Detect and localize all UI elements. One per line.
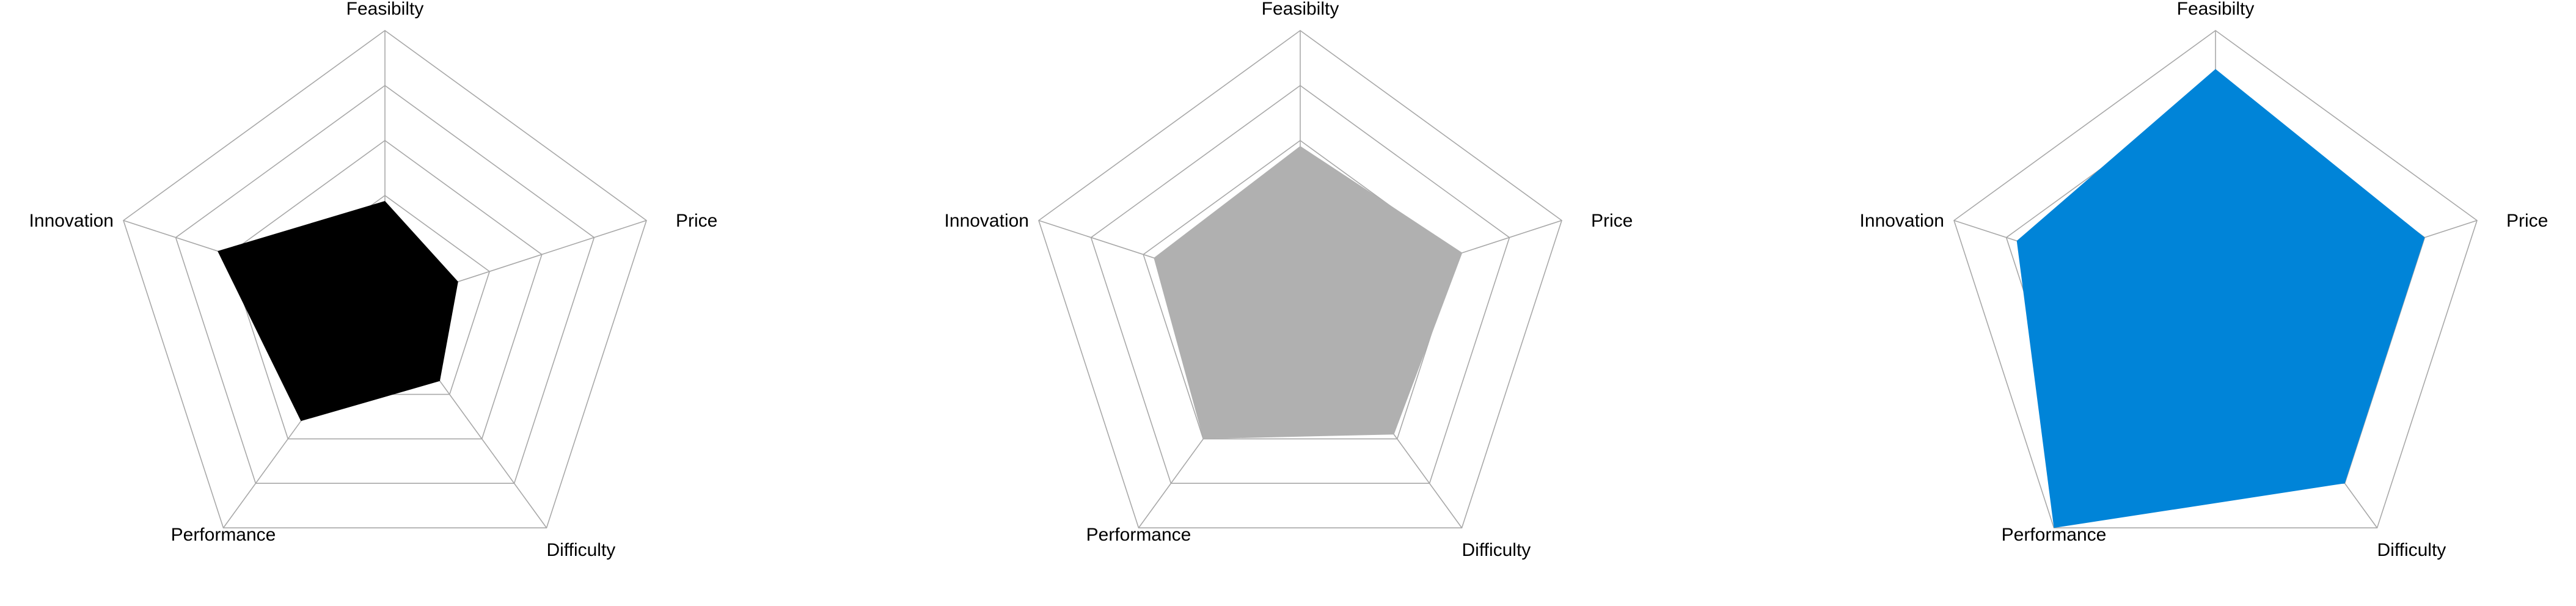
- grid-ring: [123, 30, 647, 528]
- data-series-area: [2016, 69, 2425, 528]
- axis-label-difficulty: Difficulty: [2377, 540, 2446, 560]
- axis-label-performance: Performance: [171, 525, 276, 545]
- axis-label-innovation: Innovation: [1860, 211, 1944, 231]
- data-series-area: [1154, 146, 1463, 439]
- axis-label-innovation: Innovation: [945, 211, 1029, 231]
- axis-label-price: Price: [2506, 211, 2548, 231]
- axis-label-feasibilty: Feasibilty: [346, 0, 424, 19]
- axis-label-price: Price: [676, 211, 717, 231]
- axis-label-performance: Performance: [2002, 525, 2107, 545]
- axis-label-performance: Performance: [1086, 525, 1191, 545]
- axis-label-price: Price: [1591, 211, 1633, 231]
- axis-label-difficulty: Difficulty: [547, 540, 616, 560]
- grid-ring: [175, 85, 595, 484]
- grid-ring: [1038, 30, 1562, 528]
- grid-ring: [1090, 85, 1510, 484]
- axis-label-difficulty: Difficulty: [1462, 540, 1531, 560]
- grid-ring: [1953, 30, 2478, 528]
- grid-ring: [227, 140, 543, 440]
- data-series-area: [218, 201, 458, 422]
- axis-label-feasibilty: Feasibilty: [2177, 0, 2255, 19]
- axis-label-feasibilty: Feasibilty: [1262, 0, 1339, 19]
- axis-label-innovation: Innovation: [29, 211, 114, 231]
